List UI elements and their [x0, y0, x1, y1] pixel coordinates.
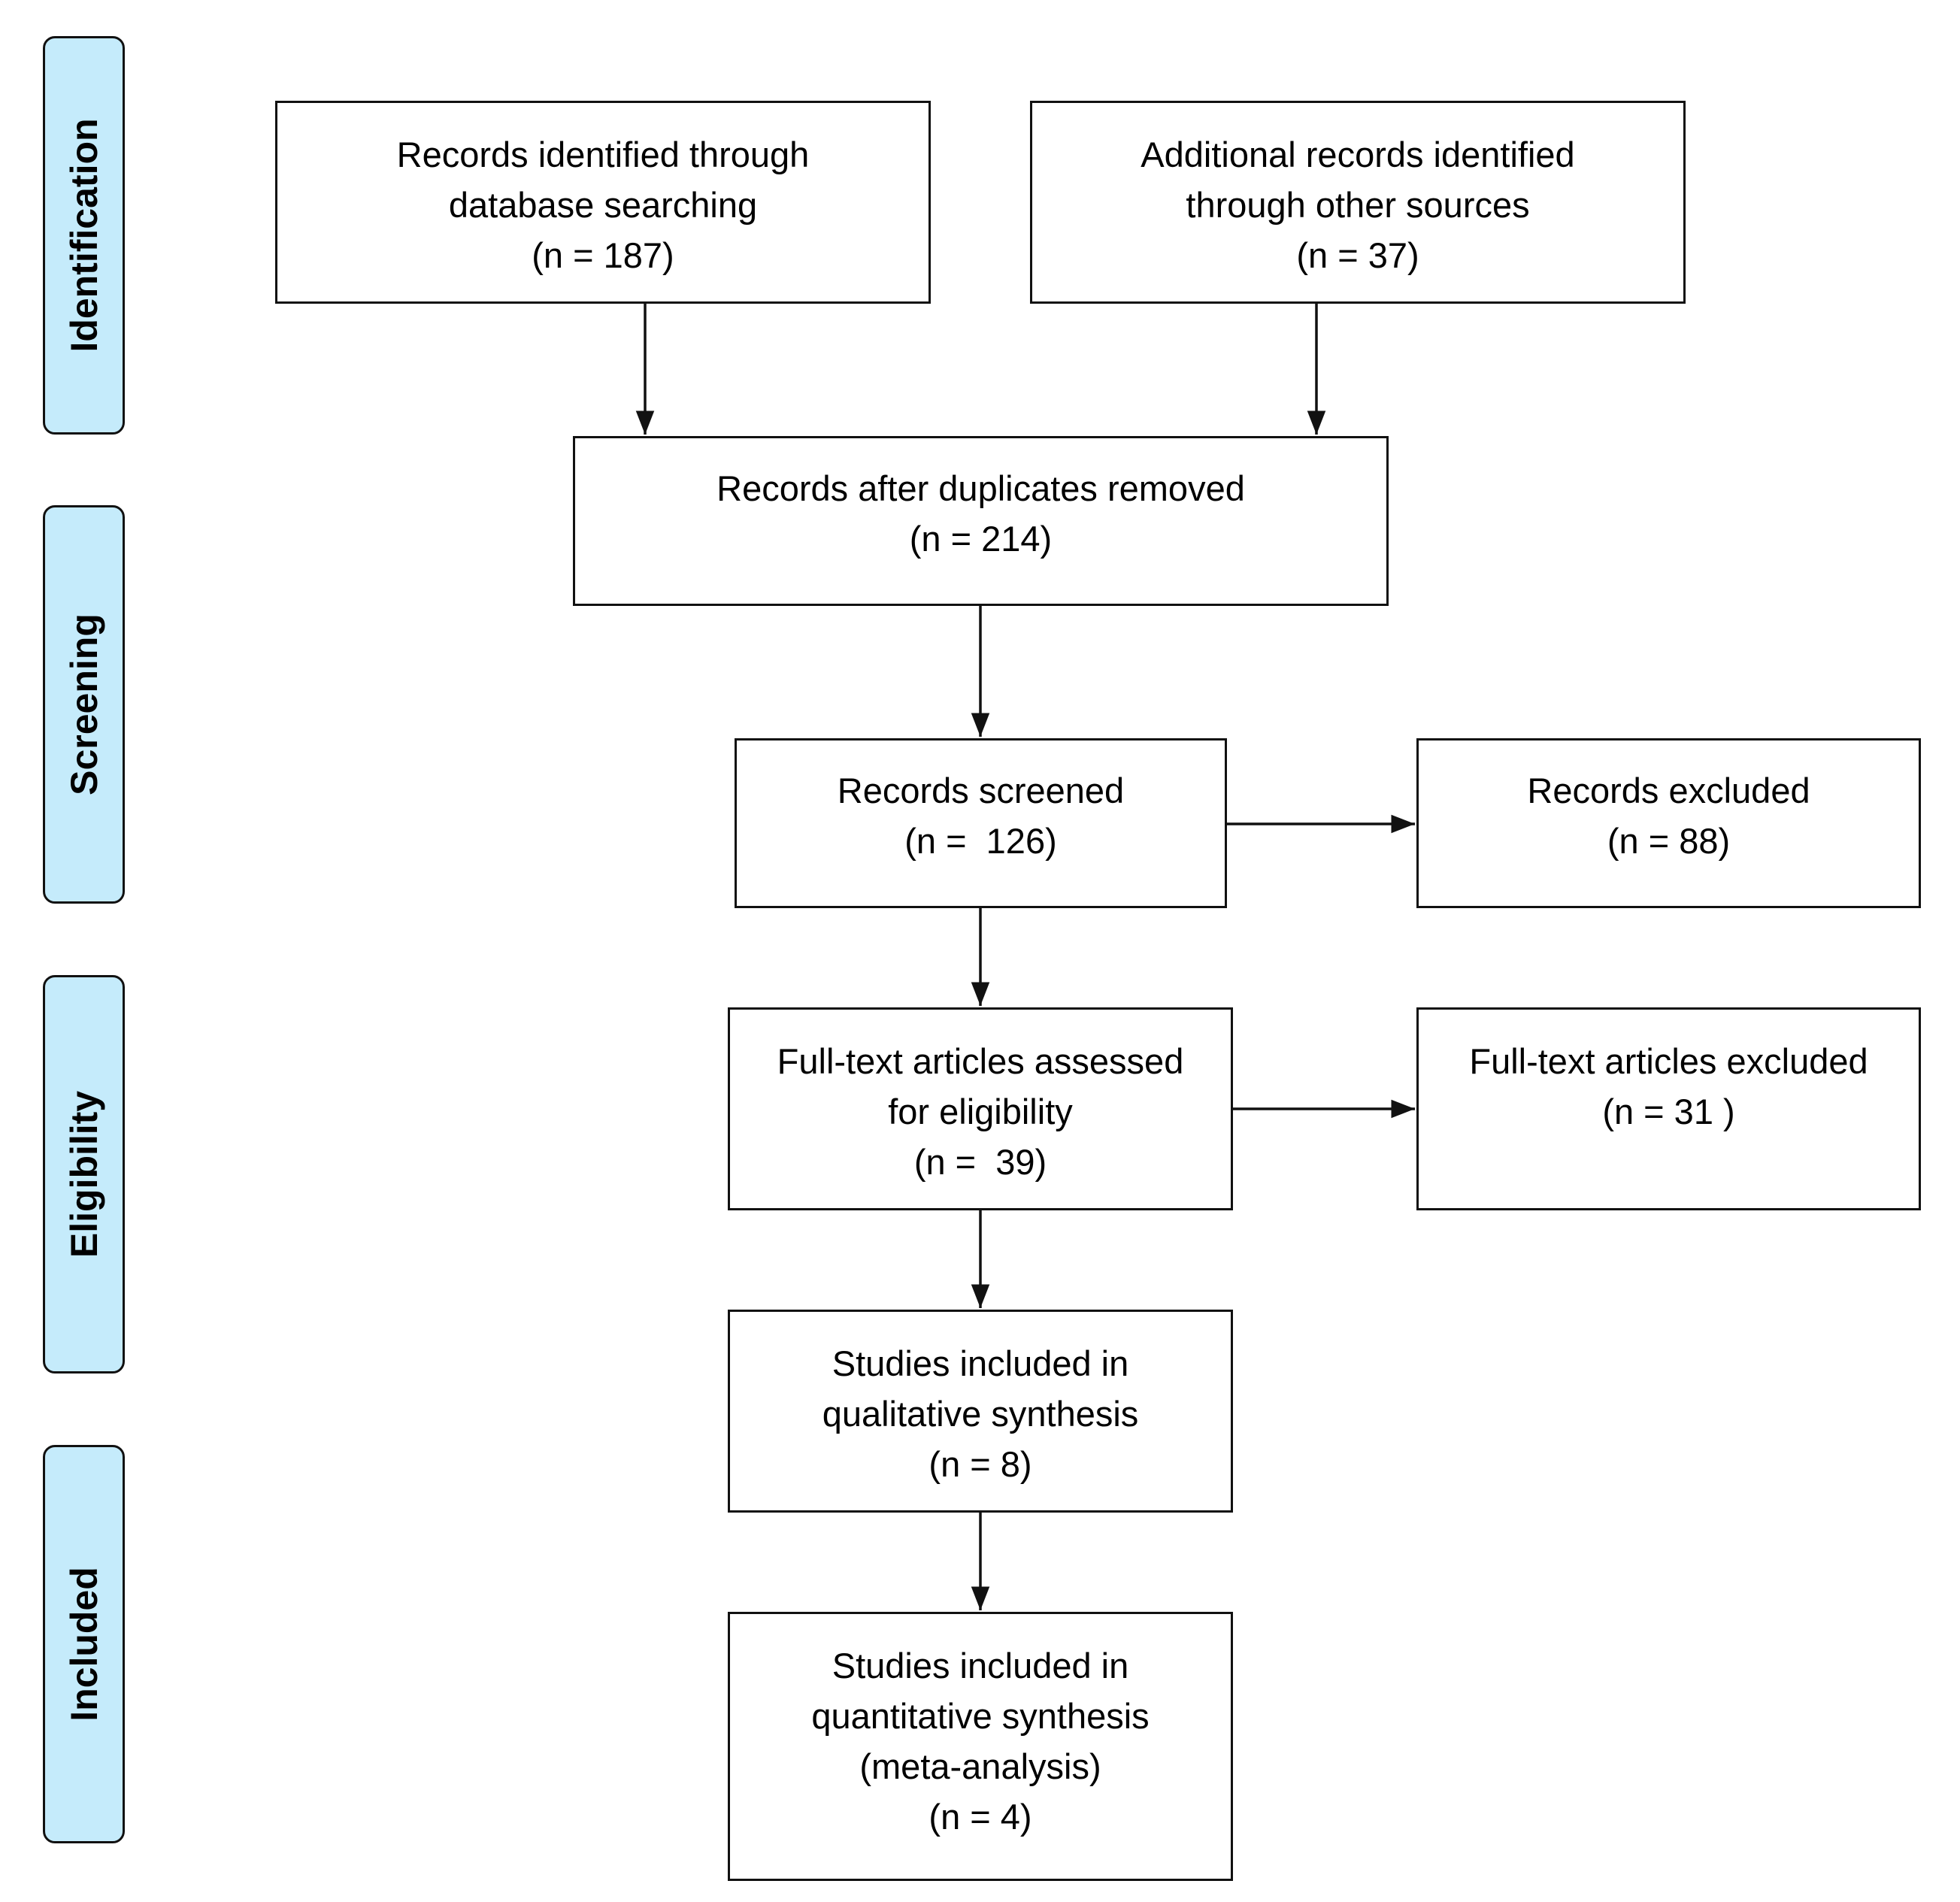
database-records-count: (n = 187)	[532, 235, 674, 275]
quantitative-count: (n = 4)	[929, 1797, 1032, 1837]
quantitative-line2: quantitative synthesis	[811, 1696, 1150, 1736]
box-fulltext-assessed: Full-text articles assessed for eligibil…	[728, 1007, 1233, 1210]
records-screened-count: (n = 126)	[904, 821, 1057, 861]
fulltext-excluded-count: (n = 31 )	[1602, 1092, 1735, 1131]
qualitative-line1: Studies included in	[832, 1343, 1129, 1383]
box-qualitative-synthesis: Studies included in qualitative synthesi…	[728, 1310, 1233, 1513]
box-records-excluded: Records excluded (n = 88)	[1416, 738, 1921, 908]
phase-eligibility: Eligibility	[43, 975, 125, 1373]
duplicates-removed-line1: Records after duplicates removed	[716, 468, 1245, 508]
other-sources-line1: Additional records identified	[1141, 135, 1575, 174]
database-records-line2: database searching	[448, 185, 758, 225]
box-duplicates-removed: Records after duplicates removed (n = 21…	[573, 436, 1389, 606]
quantitative-line1: Studies included in	[832, 1646, 1129, 1685]
box-fulltext-excluded: Full-text articles excluded (n = 31 )	[1416, 1007, 1921, 1210]
other-sources-line2: through other sources	[1186, 185, 1530, 225]
box-records-screened: Records screened (n = 126)	[735, 738, 1227, 908]
box-other-sources: Additional records identified through ot…	[1030, 101, 1686, 304]
fulltext-assessed-count: (n = 39)	[913, 1142, 1047, 1182]
other-sources-count: (n = 37)	[1296, 235, 1419, 275]
quantitative-line3: (meta-analysis)	[859, 1746, 1101, 1786]
phase-screening: Screening	[43, 505, 125, 904]
records-excluded-count: (n = 88)	[1607, 821, 1731, 861]
qualitative-line2: qualitative synthesis	[822, 1394, 1139, 1434]
records-excluded-line1: Records excluded	[1527, 771, 1810, 810]
fulltext-assessed-line1: Full-text articles assessed	[777, 1041, 1184, 1081]
records-screened-line1: Records screened	[837, 771, 1125, 810]
fulltext-assessed-line2: for eligibility	[888, 1092, 1073, 1131]
phase-identification: Identification	[43, 36, 125, 435]
box-quantitative-synthesis: Studies included in quantitative synthes…	[728, 1612, 1233, 1881]
duplicates-removed-count: (n = 214)	[909, 519, 1053, 559]
database-records-line1: Records identified through	[396, 135, 810, 174]
fulltext-excluded-line1: Full-text articles excluded	[1469, 1041, 1868, 1081]
box-database-records: Records identified through database sear…	[275, 101, 931, 304]
phase-included: Included	[43, 1445, 125, 1843]
qualitative-count: (n = 8)	[929, 1444, 1032, 1484]
